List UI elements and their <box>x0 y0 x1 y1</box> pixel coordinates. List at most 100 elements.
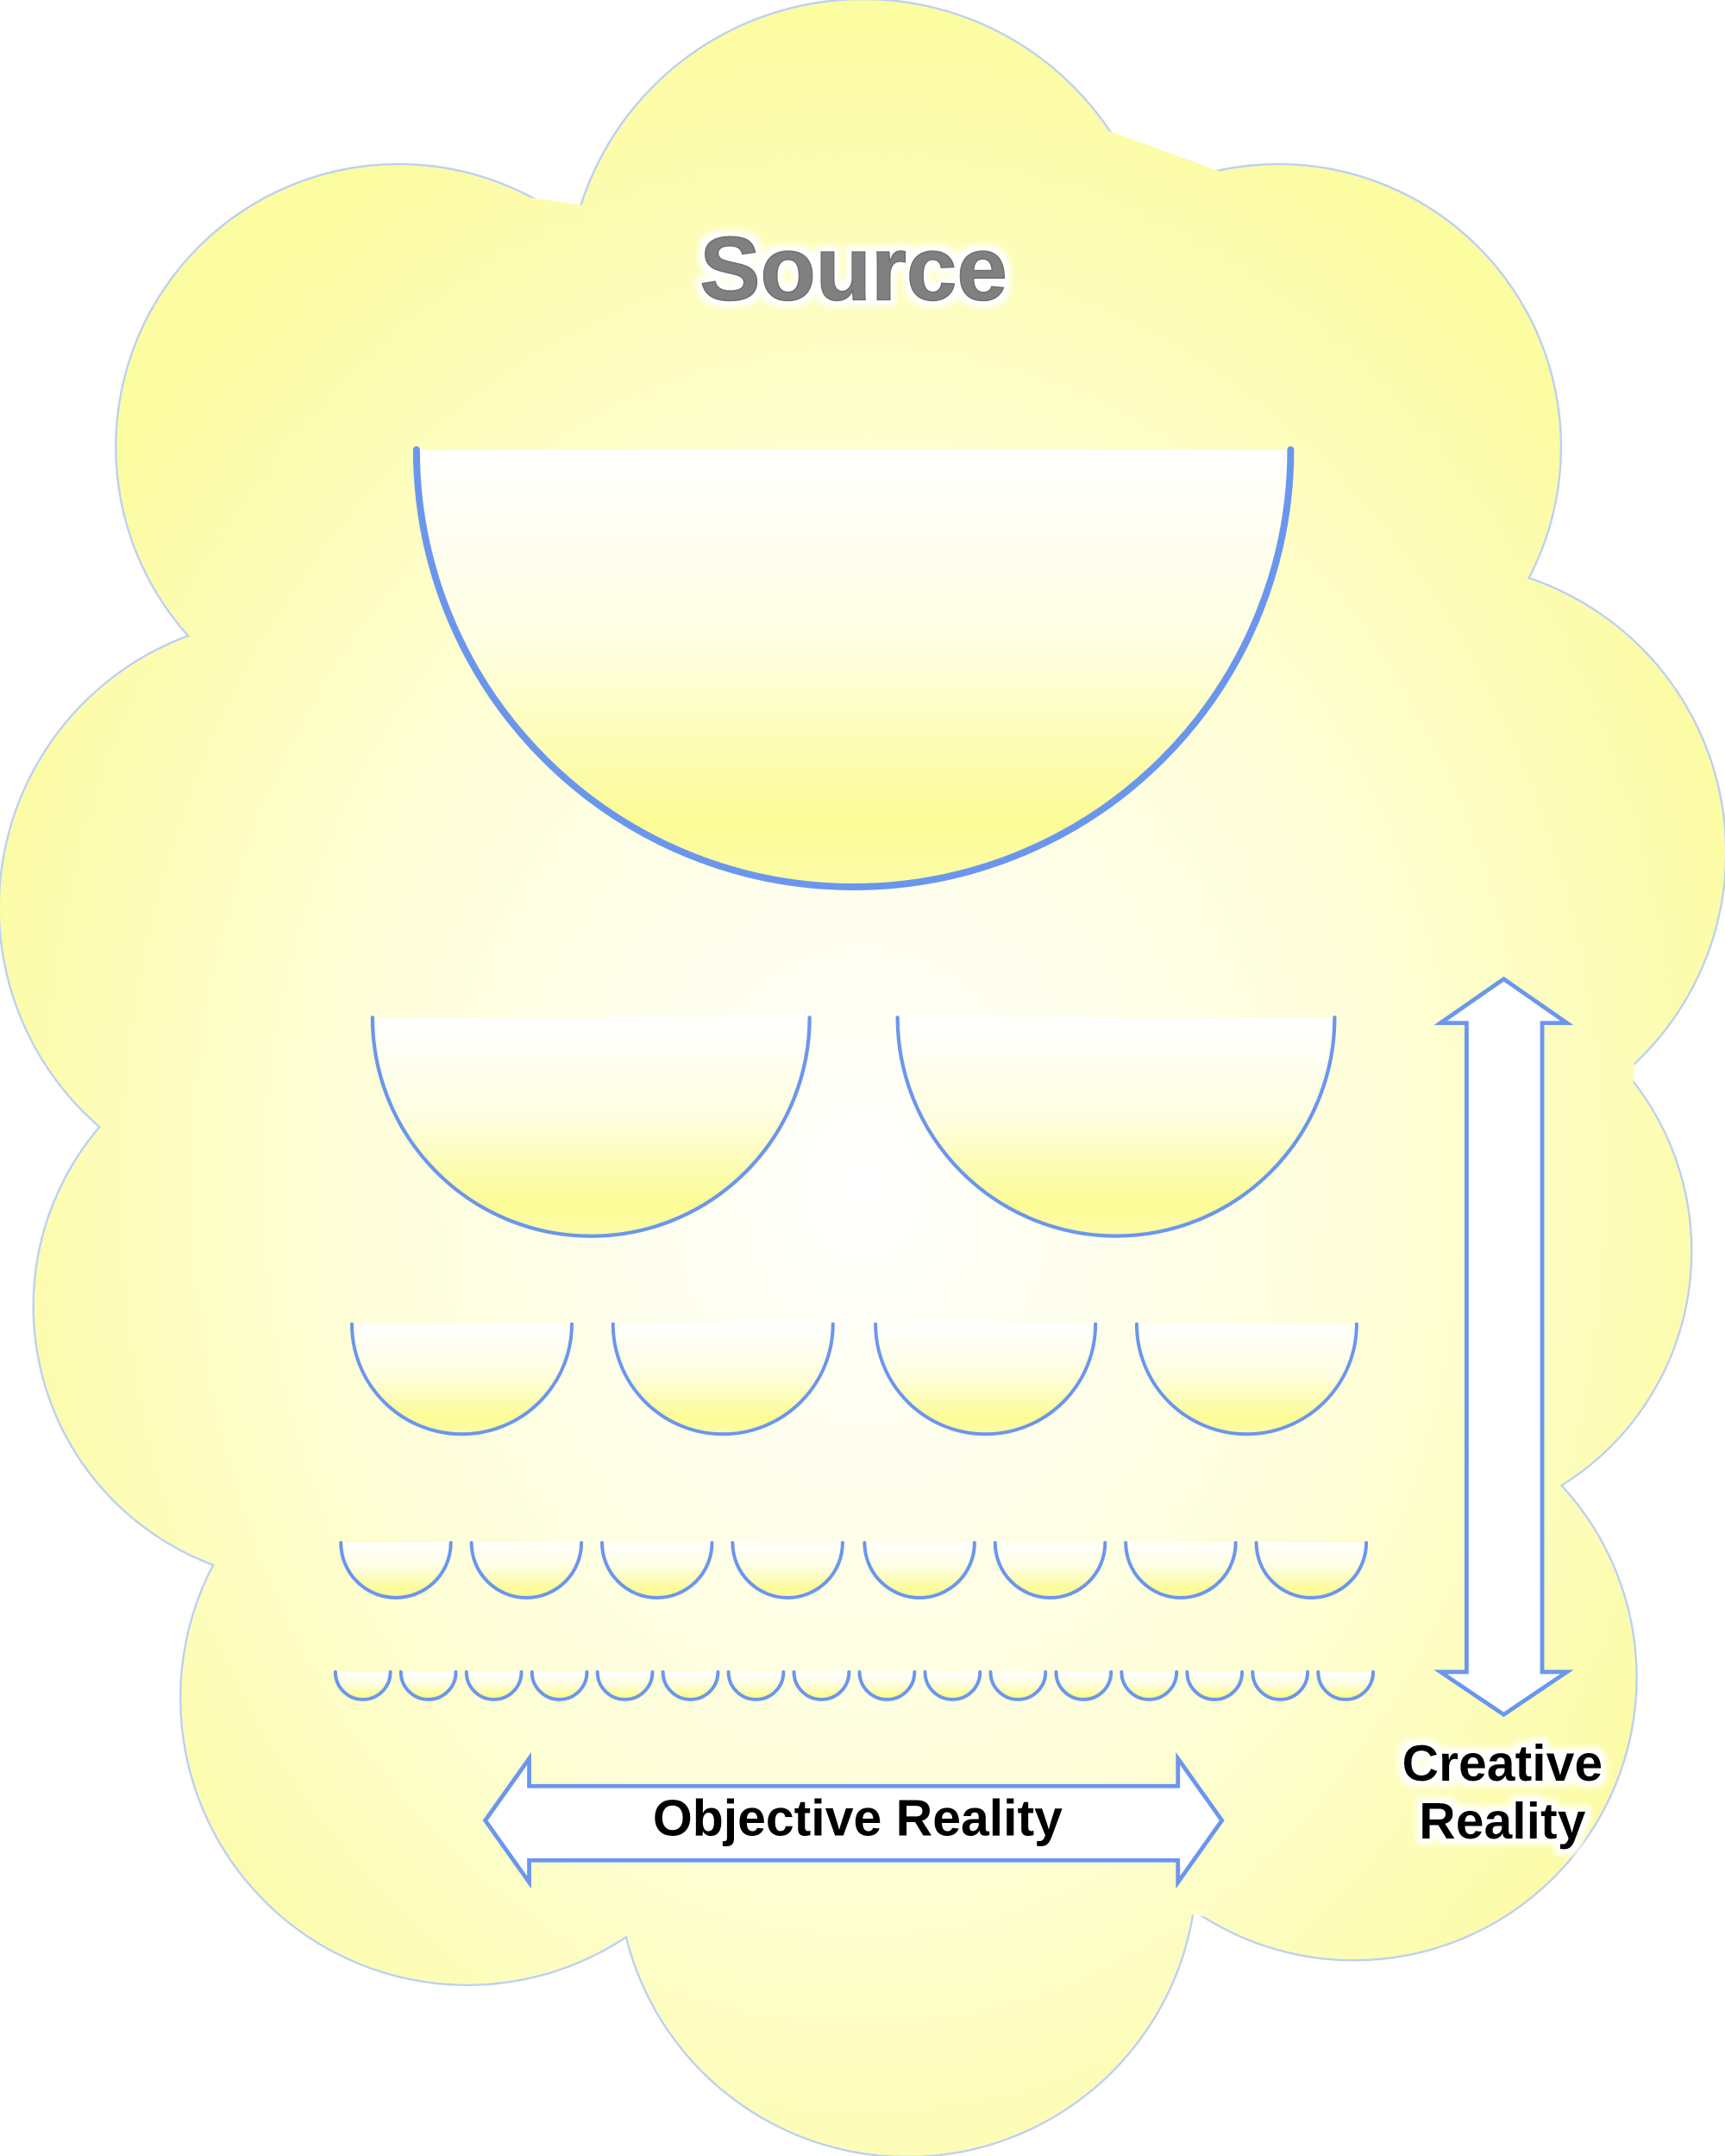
bowl <box>595 1669 655 1701</box>
bowl-outline <box>412 446 1295 890</box>
bowl <box>792 1669 851 1701</box>
bowl-outline <box>1251 1669 1310 1701</box>
bowl-outline <box>1254 1541 1369 1600</box>
bowl-fill <box>1136 1323 1357 1435</box>
bowl-outline <box>792 1669 851 1701</box>
bowl-outline <box>370 1015 812 1238</box>
creative-reality-label-line2: Reality <box>1419 1794 1586 1850</box>
bowl-fill <box>471 1543 582 1598</box>
bowl <box>339 1541 453 1600</box>
bowl-fill <box>864 1543 975 1598</box>
bowl-outline <box>874 1322 1098 1436</box>
bowl-outline <box>339 1541 453 1600</box>
bowl <box>857 1669 917 1701</box>
bowl-fill <box>794 1671 850 1700</box>
bowl-outline <box>731 1541 844 1600</box>
objective-reality-label: Objective Reality <box>653 1791 1063 1847</box>
bowl-outline <box>469 1541 584 1600</box>
bowl-outline <box>862 1541 976 1600</box>
bowl <box>923 1669 982 1701</box>
bowl <box>349 1322 574 1436</box>
bowl <box>398 1669 458 1701</box>
bowl-fill <box>602 1543 712 1598</box>
bowl-outline <box>530 1669 589 1701</box>
bowl-outline <box>988 1669 1048 1701</box>
bowl-outline <box>923 1669 982 1701</box>
bowl-fill <box>1252 1671 1308 1700</box>
bowl-fill <box>531 1671 587 1700</box>
bowl-outline <box>857 1669 917 1701</box>
bowl-fill <box>372 1017 810 1236</box>
bowl-outline <box>1120 1669 1179 1701</box>
bowl-fill <box>662 1671 718 1700</box>
bowl-row-1 <box>412 446 1295 890</box>
bowl-outline <box>1134 1322 1358 1436</box>
source-title: Source <box>699 219 1007 320</box>
bowl-fill <box>612 1323 833 1435</box>
bowl-outline <box>1054 1669 1113 1701</box>
bowl-fill <box>1126 1543 1236 1598</box>
bowl-fill <box>875 1323 1096 1435</box>
bowl-outline <box>611 1322 835 1436</box>
bowl-row-3 <box>349 1322 1358 1436</box>
bowl <box>611 1322 835 1436</box>
bowl-outline <box>464 1669 524 1701</box>
bowl-fill <box>859 1671 915 1700</box>
bowl-fill <box>1318 1671 1374 1700</box>
bowl <box>1120 1669 1179 1701</box>
bowl <box>1316 1669 1376 1701</box>
bowl <box>731 1541 844 1600</box>
bowl-fill <box>351 1323 572 1435</box>
bowl-outline <box>1124 1541 1238 1600</box>
bowl-outline <box>398 1669 458 1701</box>
bowl-fill <box>1256 1543 1367 1598</box>
creative-reality-arrow <box>1433 976 1574 1718</box>
bowl-fill <box>597 1671 653 1700</box>
bowl-fill <box>400 1671 456 1700</box>
bowl <box>1185 1669 1245 1701</box>
bowl-fill <box>335 1671 391 1700</box>
bowl <box>1134 1322 1358 1436</box>
bowl-outline <box>1185 1669 1245 1701</box>
bowl-outline <box>1316 1669 1376 1701</box>
bowls-group <box>333 446 1376 1701</box>
bowl-fill <box>341 1543 451 1598</box>
bowl-outline <box>349 1322 574 1436</box>
bowl <box>988 1669 1048 1701</box>
bowl <box>370 1015 812 1238</box>
bowl-outline <box>600 1541 714 1600</box>
bowl <box>895 1015 1337 1238</box>
bowl <box>412 446 1295 890</box>
creative-reality-label-line1: Creative <box>1402 1736 1603 1792</box>
bowl <box>993 1541 1107 1600</box>
bowl <box>530 1669 589 1701</box>
bowl-fill <box>994 1543 1106 1598</box>
bowl <box>726 1669 786 1701</box>
bowl-outline <box>993 1541 1107 1600</box>
bowl-fill <box>990 1671 1046 1700</box>
bowl-fill <box>1056 1671 1112 1700</box>
bowl-fill <box>1187 1671 1243 1700</box>
bowl-outline <box>726 1669 786 1701</box>
bowl-outline <box>333 1669 392 1701</box>
bowl <box>1124 1541 1238 1600</box>
bowl-outline <box>661 1669 720 1701</box>
bowl-fill <box>1121 1671 1177 1700</box>
bowl <box>469 1541 584 1600</box>
bowl-outline <box>895 1015 1337 1238</box>
bowl-fill <box>728 1671 784 1700</box>
objective-reality-arrow <box>482 1751 1225 1889</box>
bowl <box>862 1541 976 1600</box>
bowl-fill <box>897 1017 1335 1236</box>
bowl <box>1254 1541 1369 1600</box>
bowl-row-4 <box>339 1541 1369 1600</box>
bowl <box>464 1669 524 1701</box>
bowl-fill <box>416 449 1291 887</box>
bowl <box>333 1669 392 1701</box>
bowl-fill <box>466 1671 522 1700</box>
bowl-fill <box>732 1543 843 1598</box>
bowl-row-2 <box>370 1015 1337 1238</box>
bowl-row-5 <box>333 1669 1376 1701</box>
bowl <box>661 1669 720 1701</box>
